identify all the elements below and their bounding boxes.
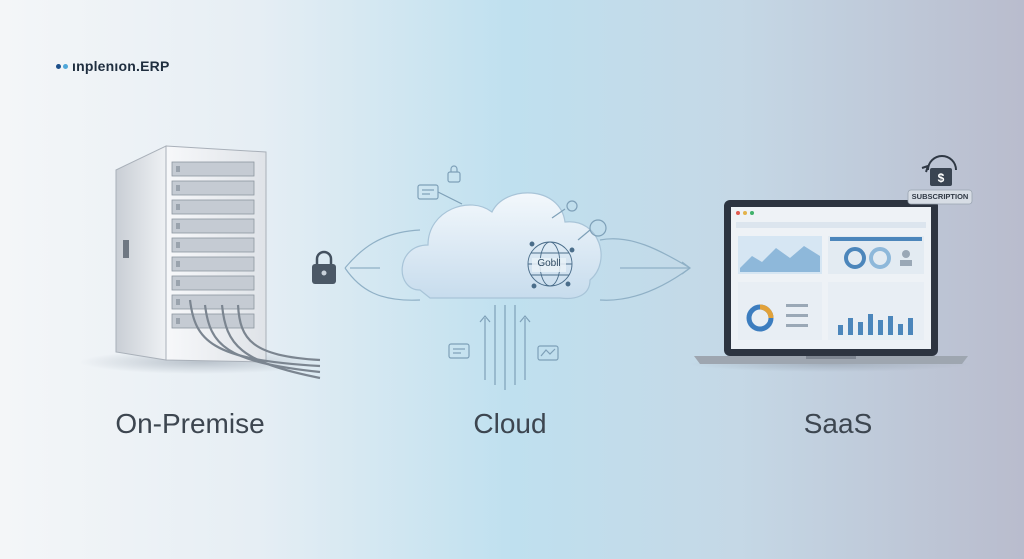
data-stream-lines	[479, 305, 531, 390]
lock-icon	[312, 250, 336, 284]
padlock-icon	[447, 165, 461, 183]
globe-label: Gobll	[537, 258, 561, 269]
subscription-badge	[907, 189, 973, 205]
brand-logo: ınplenıon.ERP	[56, 58, 170, 74]
section-label-on-premise: On-Premise	[115, 408, 265, 439]
message-icon	[448, 343, 470, 359]
section-label-cloud: Cloud	[473, 408, 547, 439]
section-label-saas: SaaS	[803, 408, 873, 439]
document-icon	[417, 184, 439, 200]
logo-mark-icon	[56, 63, 68, 69]
server-rack-icon	[80, 145, 321, 380]
chart-card-icon	[537, 345, 559, 361]
arrow-right-icon	[681, 261, 691, 275]
laptop-dashboard-icon	[690, 200, 970, 372]
subscription-label: SUBSCRIPTION	[911, 192, 969, 201]
lock-badge-icon	[589, 219, 607, 237]
cloud-icon	[401, 192, 602, 300]
dollar-lock-icon: $	[921, 155, 957, 186]
connection-lines	[344, 229, 691, 301]
brand-name: ınplenıon.ERP	[72, 58, 170, 74]
svg-text:$: $	[938, 171, 945, 185]
shield-icon	[566, 200, 578, 212]
